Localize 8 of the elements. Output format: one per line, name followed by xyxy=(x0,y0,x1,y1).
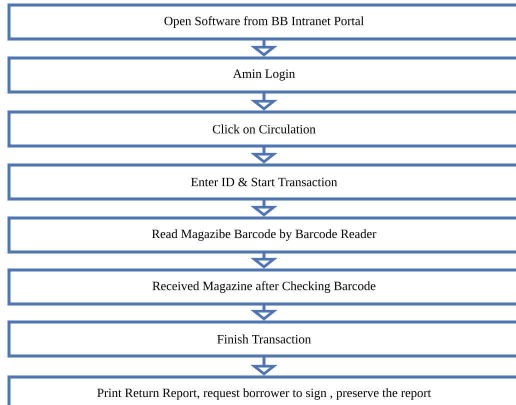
process-box: Click on Circulation xyxy=(8,110,516,148)
process-box: Enter ID & Start Transaction xyxy=(8,164,516,200)
process-box: Open Software from BB Intranet Portal xyxy=(8,4,516,40)
process-box: Amin Login xyxy=(8,56,516,94)
process-box: Print Return Report, request borrower to sign , preserve the report xyxy=(8,376,516,405)
process-box: Read Magazibe Barcode by Barcode Reader xyxy=(8,216,516,254)
process-box: Finish Transaction xyxy=(8,320,516,358)
process-box: Received Magazine after Checking Barcode xyxy=(8,268,516,306)
